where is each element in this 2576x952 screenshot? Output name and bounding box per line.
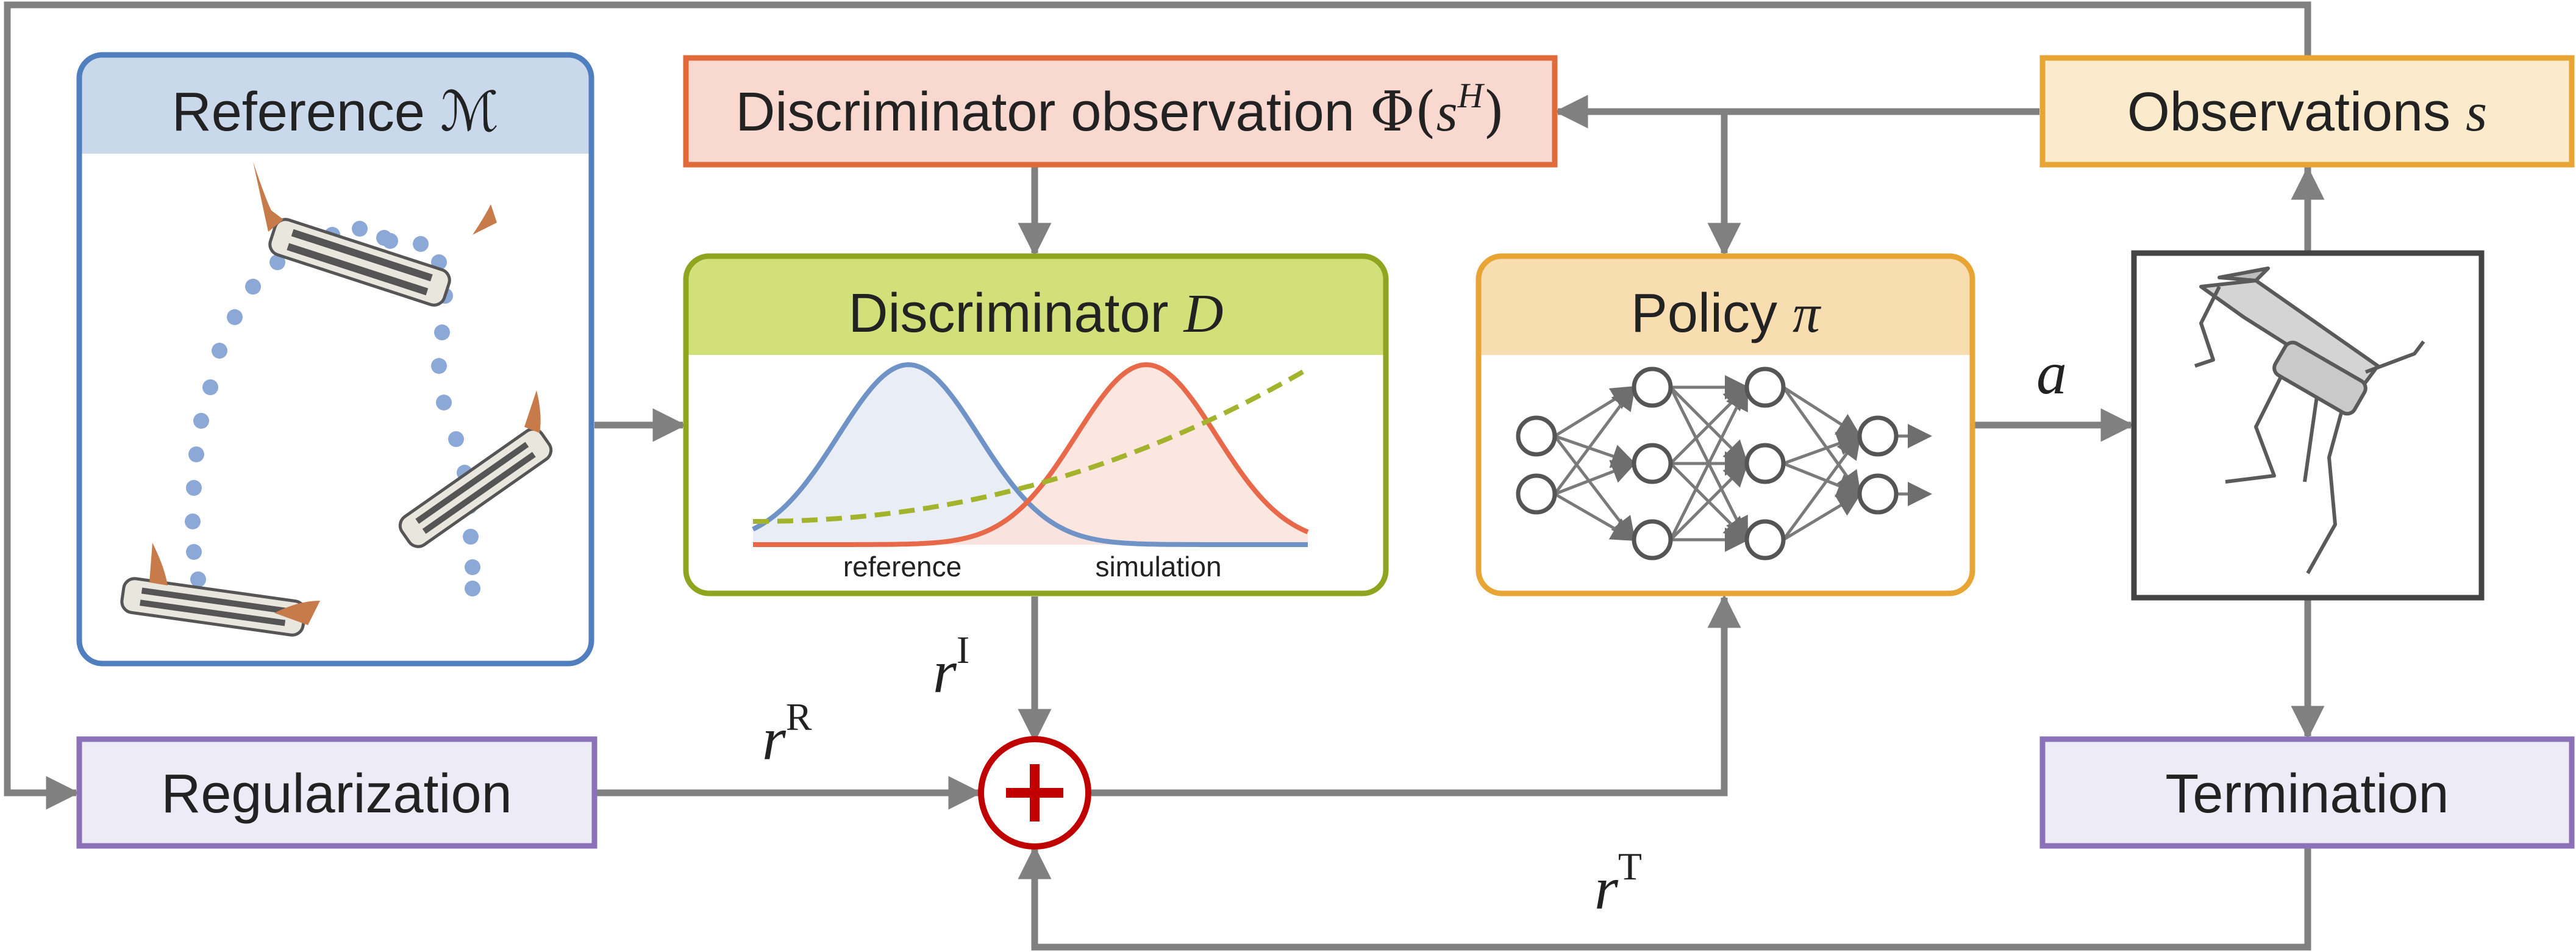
regularization-title: Regularization	[161, 764, 512, 825]
policy-box: Policy π	[1475, 253, 1975, 596]
label-simulation: simulation	[1095, 551, 1221, 582]
policy-title: Policy π	[1631, 283, 1822, 344]
regularization-box: Regularization	[76, 736, 598, 849]
trajectory-dot	[352, 221, 368, 237]
simulation-distribution-area	[753, 365, 1308, 545]
discriminator-title: Discriminator D	[848, 283, 1223, 344]
reward-intrinsic-label: rI	[933, 628, 969, 706]
trajectory-dot	[269, 254, 285, 270]
label-reference: reference	[843, 551, 962, 582]
robot-box	[2131, 250, 2485, 601]
reward-regularization-label: rR	[762, 695, 812, 773]
nn-neuron	[1632, 443, 1673, 484]
nn-connection	[1669, 385, 1749, 541]
discriminator-observation-title: Discriminator observation Φ(sH)	[735, 76, 1504, 144]
observations-title: Observations s	[2127, 82, 2487, 143]
reference-distribution-area	[753, 365, 1308, 545]
discriminator-observation-box: Discriminator observation Φ(sH)	[683, 55, 1558, 168]
termination-box: Termination	[2039, 736, 2575, 849]
trajectory-dot	[431, 358, 447, 374]
reference-robot-sketches	[120, 162, 553, 637]
nn-neuron	[1516, 473, 1557, 515]
nn-connection	[1553, 385, 1636, 495]
arrow-sum-to-policy	[1091, 594, 1741, 796]
nn-connection	[1554, 460, 1636, 496]
distribution-plot: reference simulation	[752, 362, 1310, 582]
reference-title: Reference ℳ	[172, 80, 499, 144]
neural-network-icon	[1516, 367, 1932, 560]
nn-neuron	[1632, 367, 1673, 408]
nn-neuron	[1632, 519, 1673, 560]
nn-connection	[1554, 492, 1636, 542]
trajectory-dot	[193, 413, 209, 429]
trajectory-dot	[463, 529, 479, 545]
nn-connection	[1669, 462, 1749, 541]
nn-neuron	[1516, 415, 1557, 457]
trajectory-dot	[436, 395, 452, 410]
trajectory-dot	[227, 309, 243, 325]
trajectory-dot	[413, 236, 429, 252]
trajectory-dot	[188, 446, 204, 462]
trajectory-dot	[185, 514, 201, 529]
trajectory-dot	[186, 544, 202, 560]
nn-neuron	[1744, 519, 1786, 560]
nn-connection	[1783, 462, 1862, 498]
trajectory-dot	[245, 279, 261, 295]
trajectory-dot	[465, 581, 480, 596]
quadruped-robot-sketch	[2194, 267, 2425, 574]
nn-connection	[1782, 385, 1862, 438]
nn-neuron	[1857, 473, 1899, 515]
reference-motion-symbol: ℳ	[440, 80, 499, 144]
termination-title: Termination	[2165, 764, 2449, 825]
discriminator-output-curve	[753, 367, 1310, 524]
reward-sum-node	[978, 736, 1091, 850]
trajectory-dot	[382, 233, 398, 249]
trajectory-dot	[186, 480, 202, 496]
reference-distribution-curve	[752, 362, 1308, 547]
nn-neuron	[1744, 367, 1786, 408]
nn-neuron	[1857, 415, 1899, 457]
arrow-termination-to-sum	[1018, 845, 2311, 951]
nn-neuron	[1744, 443, 1786, 484]
discriminator-box: Discriminator D reference simulation	[683, 253, 1389, 596]
action-label: a	[2036, 339, 2067, 407]
reference-box: Reference ℳ	[76, 52, 594, 667]
simulation-distribution-curve	[753, 362, 1309, 547]
observations-box: Observations s	[2039, 55, 2575, 168]
nn-connection	[1782, 492, 1862, 542]
nn-connection	[1554, 434, 1636, 468]
trajectory-dot	[212, 343, 227, 359]
trajectory-dot	[202, 379, 218, 395]
trajectory-dot	[190, 571, 206, 587]
nn-connection	[1782, 434, 1861, 541]
trajectory-dot	[465, 559, 480, 575]
reward-termination-label: rT	[1594, 845, 1642, 922]
trajectory-dot	[434, 324, 450, 340]
trajectory-dot	[448, 431, 464, 447]
